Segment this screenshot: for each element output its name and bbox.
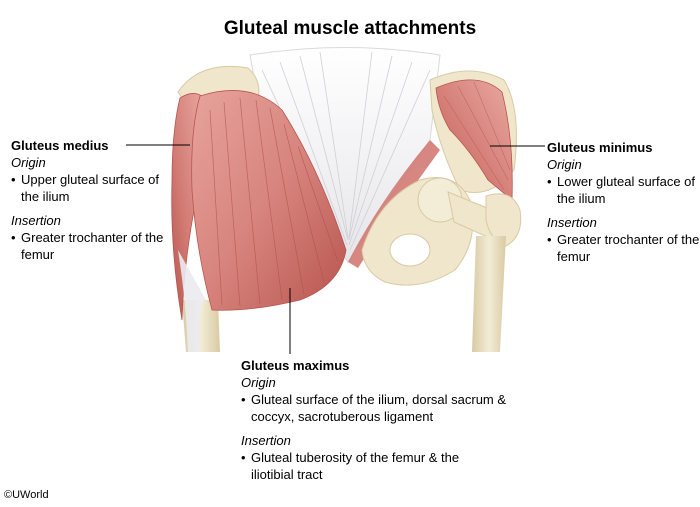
gluteus-minimus-insertion-text: Greater trochanter of the femur: [547, 231, 700, 265]
diagram-title: Gluteal muscle attachments: [223, 18, 477, 39]
gluteus-medius-insertion-heading: Insertion: [11, 213, 61, 228]
maximus-fibers: [209, 97, 339, 307]
obturator-foramen: [389, 233, 431, 267]
gluteus-medius-label: Gluteus medius Origin Upper gluteal surf…: [11, 137, 186, 263]
iliotibial-tract: [178, 250, 206, 352]
gluteus-maximus-insertion-text: Gluteal tuberosity of the femur & the il…: [241, 449, 491, 483]
gluteus-minimus-origin-text: Lower gluteal surface of the ilium: [547, 173, 700, 207]
gluteus-medius-origin-heading: Origin: [11, 155, 46, 170]
gluteus-medius-name: Gluteus medius: [11, 138, 109, 153]
right-femur-shaft: [472, 236, 506, 352]
gluteus-maximus-name: Gluteus maximus: [241, 358, 350, 373]
gluteus-maximus-insertion-heading: Insertion: [241, 433, 291, 448]
gluteus-minimus-insertion-heading: Insertion: [547, 215, 597, 230]
gluteus-maximus-origin-text: Gluteal surface of the ilium, dorsal sac…: [241, 391, 526, 425]
gluteus-medius-origin-text: Upper gluteal surface of the ilium: [11, 171, 176, 205]
gluteus-maximus-origin-heading: Origin: [241, 375, 276, 390]
copyright-notice: ©UWorld: [4, 489, 49, 501]
gluteus-minimus-origin-heading: Origin: [547, 157, 582, 172]
gluteus-minimus-name: Gluteus minimus: [547, 140, 653, 155]
minimus-fibers: [443, 81, 511, 191]
gluteus-minimus-label: Gluteus minimus Origin Lower gluteal sur…: [547, 139, 700, 265]
greater-trochanter: [485, 193, 522, 247]
gluteus-maximus-label: Gluteus maximus Origin Gluteal surface o…: [241, 357, 531, 483]
gluteus-medius-insertion-text: Greater trochanter of the femur: [11, 229, 171, 263]
